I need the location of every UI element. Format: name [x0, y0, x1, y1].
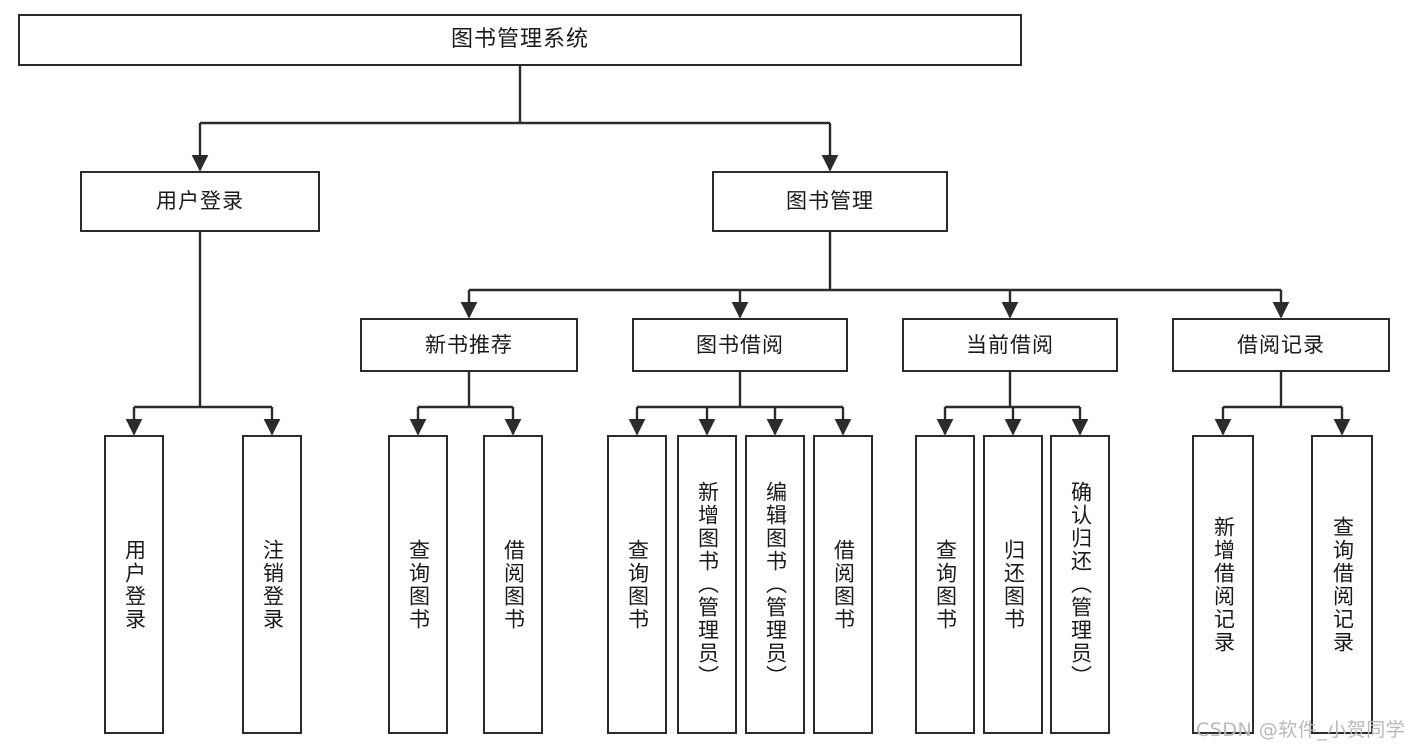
- node-leaf-return-book[interactable]: 归还图书: [983, 435, 1043, 734]
- node-leaf-borrow-book-1[interactable]: 借阅图书: [483, 435, 543, 734]
- node-label: 编辑图书（管理员）: [763, 481, 788, 688]
- node-root[interactable]: 图书管理系统: [18, 14, 1022, 66]
- node-label: 图书管理系统: [450, 27, 589, 53]
- node-leaf-query-book-2[interactable]: 查询图书: [607, 435, 667, 734]
- node-book-borrow[interactable]: 图书借阅: [632, 318, 848, 372]
- node-leaf-add-book[interactable]: 新增图书（管理员）: [677, 435, 737, 734]
- node-leaf-query-book-3[interactable]: 查询图书: [915, 435, 975, 734]
- node-label: 借阅图书: [501, 538, 526, 631]
- node-label: 新增图书（管理员）: [695, 481, 720, 688]
- node-label: 查询图书: [406, 538, 431, 631]
- node-label: 图书借阅: [696, 332, 784, 357]
- node-leaf-user-logout[interactable]: 注销登录: [242, 435, 302, 734]
- node-label: 新增借阅记录: [1211, 515, 1236, 654]
- node-label: 图书管理: [786, 189, 874, 214]
- node-borrow-record[interactable]: 借阅记录: [1172, 318, 1390, 372]
- node-label: 注销登录: [260, 538, 285, 631]
- node-leaf-query-book-1[interactable]: 查询图书: [388, 435, 448, 734]
- node-leaf-user-login[interactable]: 用户登录: [104, 435, 164, 734]
- node-user-login[interactable]: 用户登录: [80, 171, 320, 232]
- node-label: 借阅记录: [1237, 332, 1325, 357]
- node-label: 借阅图书: [831, 538, 856, 631]
- node-new-book-rec[interactable]: 新书推荐: [360, 318, 578, 372]
- node-label: 新书推荐: [425, 332, 513, 357]
- csdn-watermark: CSDN @软件_小贺同学: [1196, 719, 1405, 741]
- node-label: 查询借阅记录: [1330, 515, 1355, 654]
- node-leaf-edit-book[interactable]: 编辑图书（管理员）: [745, 435, 805, 734]
- node-label: 用户登录: [156, 189, 244, 214]
- node-label: 归还图书: [1001, 538, 1026, 631]
- node-leaf-borrow-book-2[interactable]: 借阅图书: [813, 435, 873, 734]
- node-label: 确认归还（管理员）: [1068, 481, 1093, 688]
- node-book-manage[interactable]: 图书管理: [712, 171, 948, 232]
- node-label: 当前借阅: [966, 332, 1054, 357]
- node-leaf-add-record[interactable]: 新增借阅记录: [1192, 435, 1254, 734]
- node-label: 查询图书: [933, 538, 958, 631]
- node-label: 查询图书: [625, 538, 650, 631]
- node-leaf-query-record[interactable]: 查询借阅记录: [1311, 435, 1373, 734]
- node-leaf-confirm-return[interactable]: 确认归还（管理员）: [1050, 435, 1110, 734]
- node-current-borrow[interactable]: 当前借阅: [902, 318, 1118, 372]
- node-label: 用户登录: [122, 538, 147, 631]
